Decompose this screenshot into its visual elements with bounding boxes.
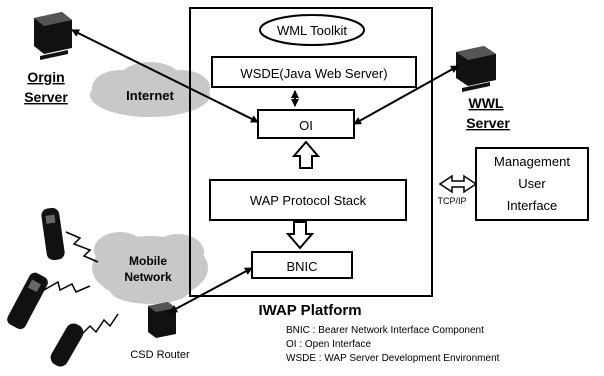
router-bnic-arrow (169, 267, 253, 313)
wwl-server-label-2: Server (466, 115, 510, 131)
mobile-cloud-label-1: Mobile (129, 254, 167, 268)
origin-server-label-2: Server (24, 89, 68, 105)
radio-link-1 (65, 231, 99, 263)
wsde-label: WSDE(Java Web Server) (240, 66, 387, 81)
management-box (475, 147, 589, 221)
management-label-3: Interface (507, 198, 558, 213)
protocol-stack-box (209, 179, 407, 221)
wml-toolkit-label: WML Toolkit (277, 23, 347, 38)
oi-label: OI (299, 118, 313, 133)
tcpip-label: TCP/IP (437, 196, 466, 206)
internet-cloud-label: Internet (126, 88, 174, 103)
bnic-label: BNIC (286, 259, 317, 274)
origin-server-icon (34, 12, 72, 60)
origin-oi-arrow (71, 29, 259, 123)
legend-line-2: OI : Open Interface (286, 339, 371, 350)
protocol-stack-label: WAP Protocol Stack (250, 193, 367, 208)
bnic-box (251, 251, 353, 279)
legend-line-1: BNIC : Bearer Network Interface Componen… (286, 325, 484, 336)
radio-link-3 (79, 313, 119, 337)
legend-line-3: WSDE : WAP Server Development Environmen… (286, 353, 500, 364)
wml-toolkit-oval (259, 14, 365, 46)
mobile-phone-icon-3 (50, 323, 84, 367)
csd-router-icon (148, 302, 176, 338)
management-label-1: Management (494, 154, 570, 169)
platform-title: IWAP Platform (258, 302, 361, 319)
radio-link-2 (43, 280, 91, 293)
platform-box (189, 7, 433, 297)
mobile-cloud-label-2: Network (124, 270, 172, 284)
stack-to-bnic-hollow-arrow (285, 221, 315, 250)
origin-server-label-1: Orgin (27, 69, 64, 85)
stack-to-oi-hollow-arrow (291, 140, 321, 169)
csd-router-label: CSD Router (130, 349, 190, 361)
management-label-2: User (518, 176, 546, 191)
wwl-server-label-1: WWL (469, 95, 504, 111)
wwl-server-icon (456, 46, 496, 92)
tcpip-hollow-arrow (438, 174, 478, 194)
wwl-oi-arrow (353, 65, 459, 125)
mobile-phone-icon-2 (7, 272, 48, 330)
mobile-phone-icon-1 (41, 207, 65, 261)
